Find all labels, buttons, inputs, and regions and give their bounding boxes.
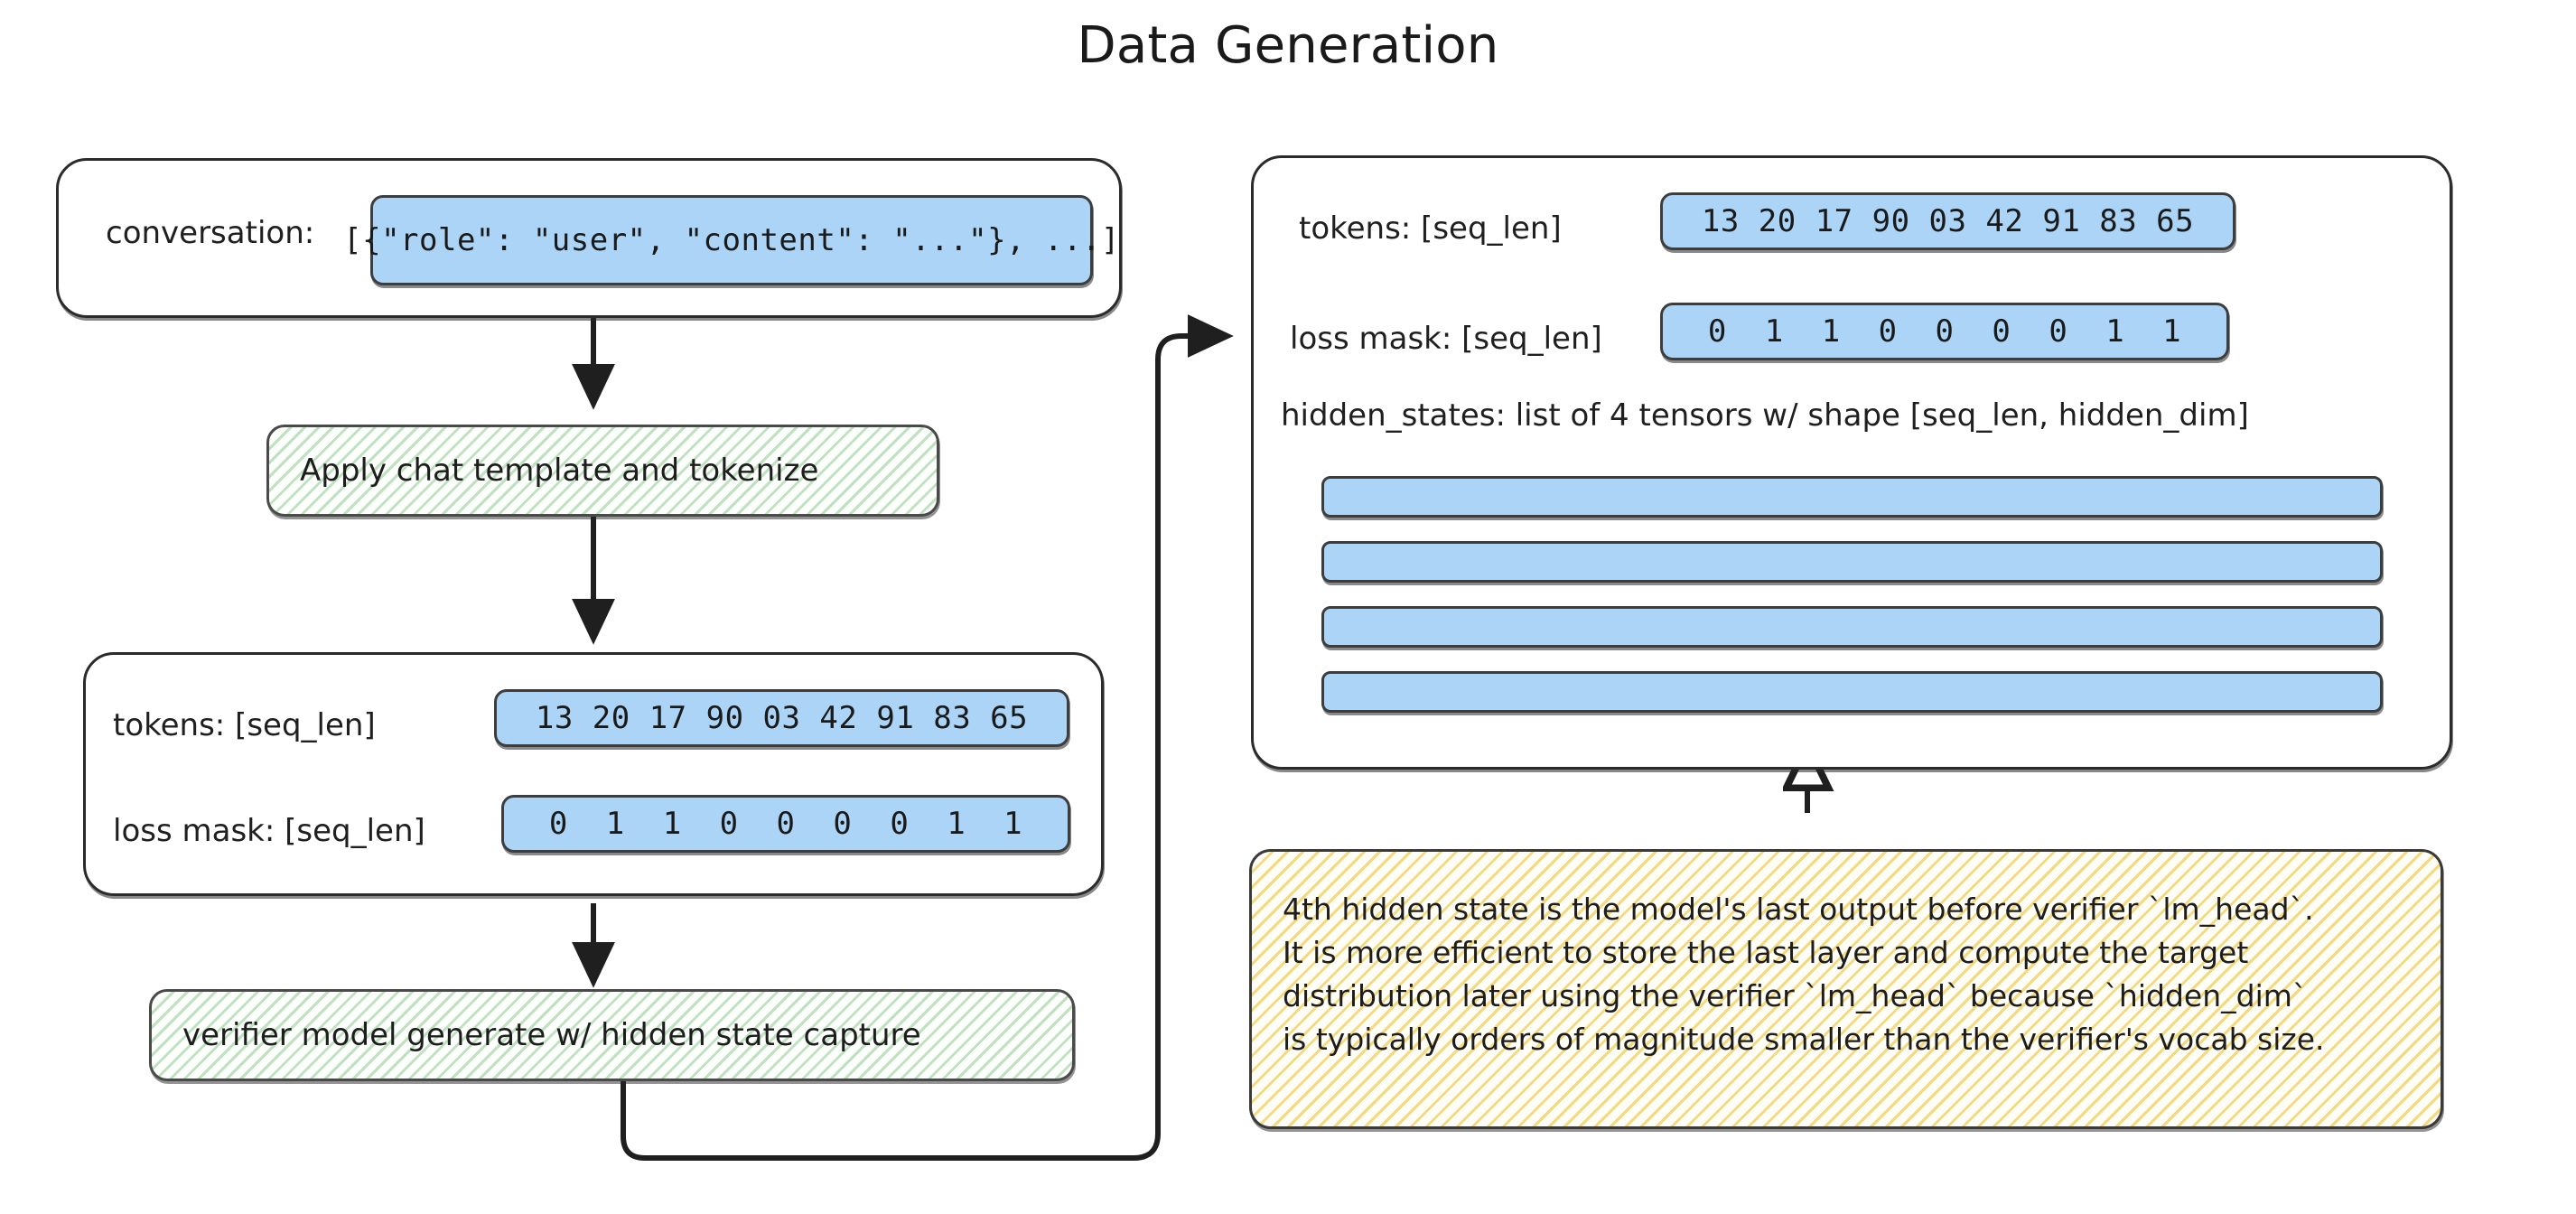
page-title: Data Generation [1077,16,1499,75]
step-verifier-generate[interactable]: verifier model generate w/ hidden state … [149,989,1075,1081]
conversation-value-pill: [{"role": "user", "content": "..."}, ...… [343,195,1119,285]
step-apply-chat-template[interactable]: Apply chat template and tokenize [266,425,939,517]
tokens-panel: tokens: [seq_len] 13 20 17 90 03 42 91 8… [83,652,1104,896]
step-verifier-generate-label: verifier model generate w/ hidden state … [182,1017,921,1053]
note-line-2: It is more efficient to store the last l… [1283,935,2249,970]
hidden-states-label: hidden_states: list of 4 tensors w/ shap… [1281,397,2249,434]
tokens-value: 13 20 17 90 03 42 91 83 65 [535,700,1029,736]
hidden-state-tensor-2 [1321,541,2383,583]
explanatory-note: 4th hidden state is the model's last out… [1249,849,2443,1129]
output-tokens-value: 13 20 17 90 03 42 91 83 65 [1701,203,2195,239]
conversation-label: conversation: [106,215,315,251]
note-line-4: is typically orders of magnitude smaller… [1283,1022,2325,1057]
tokens-label: tokens: [seq_len] [113,707,376,743]
note-line-1: 4th hidden state is the model's last out… [1283,892,2314,927]
conversation-panel: conversation: [{"role": "user", "content… [56,158,1122,318]
note-line-3: distribution later using the verifier `l… [1283,978,2308,1013]
output-tokens-value-pill: 13 20 17 90 03 42 91 83 65 [1660,192,2235,250]
hidden-state-tensor-1 [1321,476,2383,518]
output-loss-mask-label: loss mask: [seq_len] [1290,321,1602,357]
conversation-value: [{"role": "user", "content": "..."}, ...… [343,222,1120,258]
hidden-state-tensor-3 [1321,606,2383,648]
hidden-state-tensor-4 [1321,671,2383,713]
tokens-value-pill: 13 20 17 90 03 42 91 83 65 [494,689,1069,747]
loss-mask-value: 0 1 1 0 0 0 0 1 1 [548,806,1023,842]
output-loss-mask-value: 0 1 1 0 0 0 0 1 1 [1707,313,2182,350]
output-record-panel: tokens: [seq_len] 13 20 17 90 03 42 91 8… [1251,155,2452,770]
loss-mask-value-pill: 0 1 1 0 0 0 0 1 1 [501,795,1070,853]
loss-mask-label: loss mask: [seq_len] [113,813,425,849]
step-apply-chat-template-label: Apply chat template and tokenize [300,453,819,489]
output-tokens-label: tokens: [seq_len] [1299,210,1562,247]
output-loss-mask-value-pill: 0 1 1 0 0 0 0 1 1 [1660,303,2229,360]
